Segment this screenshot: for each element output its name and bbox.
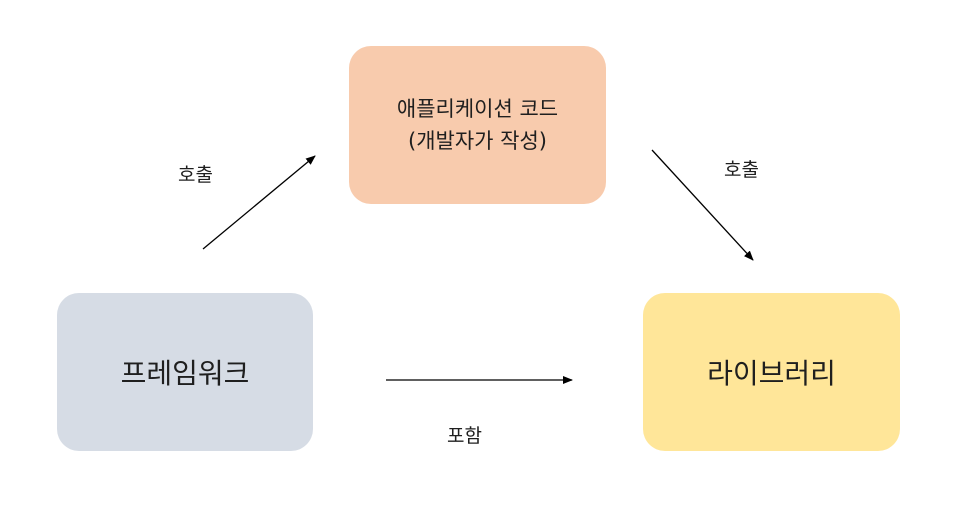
framework-label: 프레임워크 xyxy=(120,357,250,390)
application-code-sublabel: (개발자가 작성) xyxy=(408,129,547,153)
library-label: 라이브러리 xyxy=(707,357,836,390)
arrow-framework-to-app xyxy=(202,155,316,250)
edge-label-framework-includes-library: 포함 xyxy=(447,425,482,447)
application-code-label: 애플리케이션 코드 xyxy=(396,97,559,121)
edge-label-framework-calls-app: 호출 xyxy=(178,164,213,186)
framework-box: 프레임워크 xyxy=(57,293,313,451)
edge-label-app-calls-library: 호출 xyxy=(724,159,759,181)
arrow-app-to-library xyxy=(651,149,754,261)
application-code-box: 애플리케이션 코드 (개발자가 작성) xyxy=(349,46,606,204)
library-box: 라이브러리 xyxy=(643,293,900,451)
